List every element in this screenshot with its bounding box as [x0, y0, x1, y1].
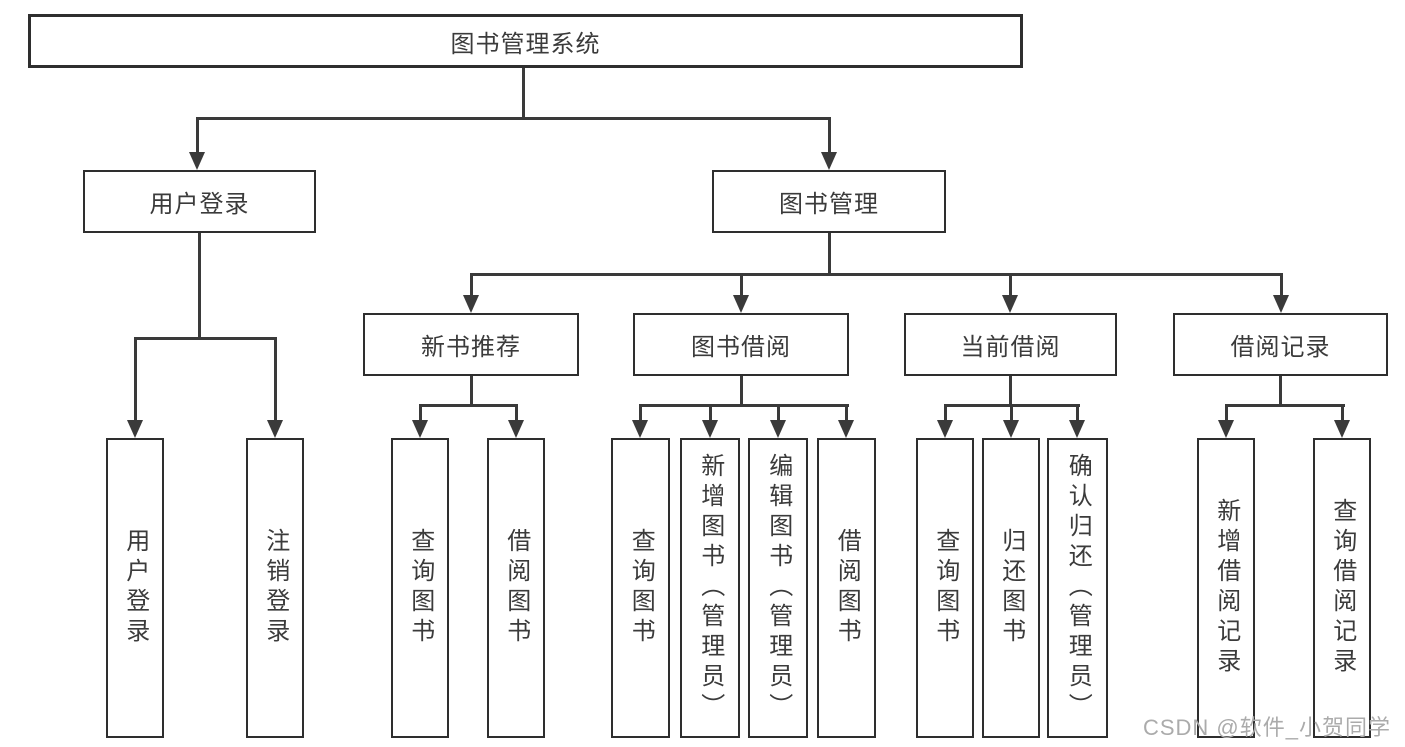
leaf-query-books-recommend-label: 查询图书	[406, 528, 434, 648]
connector-vline	[515, 404, 518, 422]
connector-vline	[709, 404, 712, 422]
leaf-edit-book-admin-label: 编辑图书（管理员）	[764, 453, 792, 723]
leaf-query-borrow-record: 查询借阅记录	[1313, 438, 1371, 738]
node-borrow-records: 借阅记录	[1173, 313, 1388, 376]
node-new-book-recommend: 新书推荐	[363, 313, 579, 376]
connector-vline	[1280, 273, 1283, 298]
leaf-logout: 注销登录	[246, 438, 304, 738]
watermark-text: CSDN @软件_小贺同学	[1142, 715, 1391, 740]
arrowhead-down	[412, 420, 428, 438]
leaf-query-books-current: 查询图书	[916, 438, 974, 738]
connector-vline	[470, 376, 473, 406]
leaf-add-borrow-record: 新增借阅记录	[1197, 438, 1255, 738]
leaf-add-book-admin: 新增图书（管理员）	[680, 438, 740, 738]
node-book-borrow-label: 图书借阅	[691, 334, 791, 361]
connector-vline	[828, 233, 831, 276]
leaf-borrow-books-recommend: 借阅图书	[487, 438, 545, 738]
leaf-query-books-recommend: 查询图书	[391, 438, 449, 738]
leaf-confirm-return-admin-label: 确认归还（管理员）	[1064, 453, 1092, 723]
arrowhead-down	[1273, 295, 1289, 313]
leaf-return-book-label: 归还图书	[997, 528, 1025, 648]
leaf-borrow-books-label: 借阅图书	[833, 528, 861, 648]
arrowhead-down	[1218, 420, 1234, 438]
connector-vline	[740, 376, 743, 406]
connector-vline	[639, 404, 642, 422]
leaf-edit-book-admin: 编辑图书（管理员）	[748, 438, 808, 738]
leaf-query-books-current-label: 查询图书	[931, 528, 959, 648]
leaf-add-borrow-record-label: 新增借阅记录	[1212, 498, 1240, 678]
leaf-user-login: 用户登录	[106, 438, 164, 738]
arrowhead-down	[1002, 295, 1018, 313]
arrowhead-down	[267, 420, 283, 438]
leaf-query-books-borrow-label: 查询图书	[627, 528, 655, 648]
connector-vline	[1341, 404, 1344, 422]
connector-vline	[198, 233, 201, 340]
connector-vline	[196, 117, 199, 155]
leaf-user-login-label: 用户登录	[121, 528, 149, 648]
arrowhead-down	[632, 420, 648, 438]
node-book-management: 图书管理	[712, 170, 946, 233]
connector-hline	[419, 404, 518, 407]
leaf-confirm-return-admin: 确认归还（管理员）	[1047, 438, 1108, 738]
connector-vline	[274, 337, 277, 422]
node-user-login: 用户登录	[83, 170, 316, 233]
connector-vline	[740, 273, 743, 298]
connector-vline	[1279, 376, 1282, 406]
arrowhead-down	[702, 420, 718, 438]
connector-vline	[522, 68, 525, 120]
connector-vline	[777, 404, 780, 422]
arrowhead-down	[1003, 420, 1019, 438]
arrowhead-down	[733, 295, 749, 313]
leaf-return-book: 归还图书	[982, 438, 1040, 738]
leaf-logout-label: 注销登录	[261, 528, 289, 648]
connector-vline	[470, 273, 473, 298]
arrowhead-down	[127, 420, 143, 438]
connector-vline	[1010, 404, 1013, 422]
arrowhead-down	[770, 420, 786, 438]
arrowhead-down	[1334, 420, 1350, 438]
connector-vline	[1076, 404, 1079, 422]
connector-vline	[828, 117, 831, 155]
connector-vline	[1009, 273, 1012, 298]
node-book-management-label: 图书管理	[779, 191, 879, 218]
connector-vline	[1225, 404, 1228, 422]
leaf-add-book-admin-label: 新增图书（管理员）	[696, 453, 724, 723]
connector-hline	[196, 117, 831, 120]
node-new-book-recommend-label: 新书推荐	[421, 334, 521, 361]
connector-vline	[419, 404, 422, 422]
node-root: 图书管理系统	[28, 14, 1023, 68]
connector-hline	[639, 404, 849, 407]
connector-hline	[134, 337, 277, 340]
connector-vline	[134, 337, 137, 422]
node-current-borrow: 当前借阅	[904, 313, 1117, 376]
arrowhead-down	[189, 152, 205, 170]
arrowhead-down	[838, 420, 854, 438]
node-current-borrow-label: 当前借阅	[960, 334, 1061, 361]
arrowhead-down	[508, 420, 524, 438]
leaf-borrow-books-recommend-label: 借阅图书	[502, 528, 530, 648]
connector-vline	[944, 404, 947, 422]
arrowhead-down	[821, 152, 837, 170]
connector-vline	[845, 404, 848, 422]
node-book-borrow: 图书借阅	[633, 313, 849, 376]
node-root-label: 图书管理系统	[450, 30, 601, 58]
arrowhead-down	[463, 295, 479, 313]
leaf-borrow-books: 借阅图书	[817, 438, 876, 738]
connector-hline	[470, 273, 1282, 276]
arrowhead-down	[937, 420, 953, 438]
leaf-query-borrow-record-label: 查询借阅记录	[1328, 498, 1356, 678]
connector-vline	[1009, 376, 1012, 406]
connector-hline	[1225, 404, 1345, 407]
node-borrow-records-label: 借阅记录	[1230, 334, 1331, 361]
leaf-query-books-borrow: 查询图书	[611, 438, 670, 738]
node-user-login-label: 用户登录	[149, 191, 250, 218]
arrowhead-down	[1069, 420, 1085, 438]
